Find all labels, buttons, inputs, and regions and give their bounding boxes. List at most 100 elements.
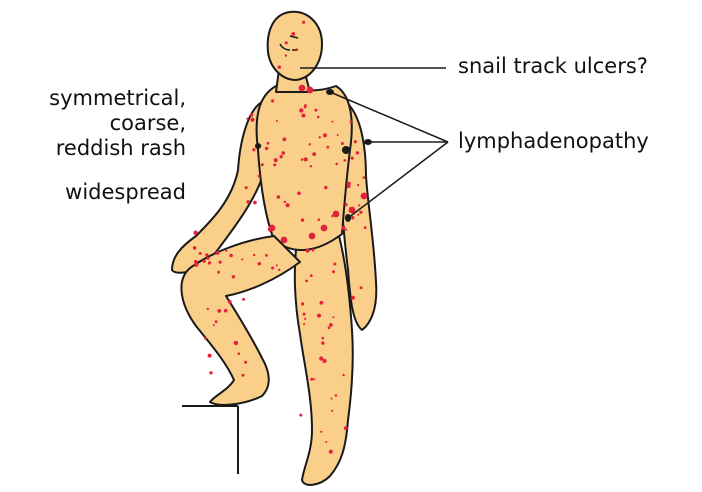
rash-dot <box>284 201 286 203</box>
rash-dot <box>285 54 287 56</box>
rash-dot <box>296 48 298 50</box>
rash-dot <box>208 261 211 264</box>
rash-dot <box>335 163 338 166</box>
rash-dot <box>342 374 344 376</box>
rash-dot <box>344 159 347 162</box>
rash-dot <box>246 118 248 120</box>
rash-dot <box>323 133 327 137</box>
rash-dot <box>329 450 333 454</box>
rash-dot <box>242 374 245 377</box>
rash-dot <box>265 147 268 150</box>
rash-dot <box>250 113 253 116</box>
rash-dot <box>193 246 197 250</box>
head <box>268 12 322 80</box>
rash-dot <box>299 414 302 417</box>
rash-dot <box>258 175 261 178</box>
rash-lesion <box>321 225 328 232</box>
rash-dot <box>303 323 305 325</box>
rash-dot <box>194 260 198 264</box>
rash-dot <box>329 323 333 327</box>
rash-label-line3: reddish rash <box>49 136 186 161</box>
step <box>182 406 238 474</box>
rash-lesion <box>307 87 314 94</box>
rash-dot <box>360 286 363 289</box>
rash-dot <box>252 148 255 151</box>
rash-lesion <box>269 225 276 232</box>
rash-dot <box>245 186 248 189</box>
rash-dot <box>333 263 336 266</box>
rash-dot <box>310 378 313 381</box>
left-leg <box>181 236 300 405</box>
rash-dot <box>261 163 264 166</box>
rash-description-label: symmetrical, coarse, reddish rash <box>49 86 186 161</box>
rash-dot <box>344 203 347 206</box>
rash-dot <box>320 301 324 305</box>
rash-dot <box>354 140 357 143</box>
rash-dot <box>277 195 281 199</box>
rash-dot <box>306 249 310 253</box>
rash-dot <box>234 341 238 345</box>
rash-dot <box>207 308 209 310</box>
widespread-label: widespread <box>65 180 186 205</box>
rash-dot <box>318 218 321 221</box>
rash-dot <box>305 280 308 283</box>
rash-dot <box>302 21 305 24</box>
rash-dot <box>302 114 306 118</box>
rash-label-line2: coarse, <box>49 111 186 136</box>
lymph-node-axilla <box>342 146 350 154</box>
rash-dot <box>342 226 346 230</box>
rash-dot <box>310 274 313 277</box>
rash-dot <box>286 203 290 207</box>
rash-dot <box>331 410 333 412</box>
rash-dot <box>301 218 304 221</box>
rash-dot <box>281 151 285 155</box>
rash-dot <box>193 231 197 235</box>
rash-dot <box>246 200 250 204</box>
rash-dot <box>325 441 327 443</box>
rash-dot <box>238 352 241 355</box>
rash-dot <box>267 142 270 145</box>
rash-dot <box>225 250 227 252</box>
rash-dot <box>279 155 282 158</box>
rash-dot <box>274 158 278 162</box>
rash-dot <box>232 275 235 278</box>
rash-dot <box>203 260 206 263</box>
human-figure <box>172 12 376 485</box>
rash-dot <box>278 66 281 69</box>
rash-lesion <box>333 211 340 218</box>
rash-lesion <box>361 193 368 200</box>
rash-dot <box>303 313 306 316</box>
rash-dot <box>205 253 208 256</box>
rash-dot <box>250 118 254 122</box>
rash-dot <box>319 356 323 360</box>
rash-dot <box>219 261 222 264</box>
rash-dot <box>208 354 212 358</box>
rash-dot <box>356 151 359 154</box>
rash-dot <box>278 269 280 271</box>
rash-dot <box>310 165 312 167</box>
rash-dot <box>357 184 359 186</box>
rash-dot <box>216 251 220 255</box>
rash-dot <box>253 254 255 256</box>
rash-dot <box>358 204 360 206</box>
rash-dot <box>283 138 287 142</box>
rash-dot <box>224 309 228 313</box>
rash-dot <box>215 320 218 323</box>
rash-dot <box>276 120 278 122</box>
rash-dot <box>273 163 276 166</box>
rash-dot <box>304 157 308 161</box>
rash-dot <box>228 300 232 304</box>
rash-dot <box>322 337 325 340</box>
rash-dot <box>213 324 215 326</box>
rash-dot <box>350 120 353 123</box>
right-leg <box>295 232 353 485</box>
rash-dot <box>276 264 278 266</box>
rash-dot <box>217 309 221 313</box>
rash-dot <box>364 226 367 229</box>
rash-dot <box>321 341 324 344</box>
rash-dot <box>312 152 316 156</box>
rash-lesion <box>299 85 306 92</box>
rash-dot <box>363 176 366 179</box>
rash-dot <box>357 214 359 216</box>
rash-dot <box>209 371 212 374</box>
